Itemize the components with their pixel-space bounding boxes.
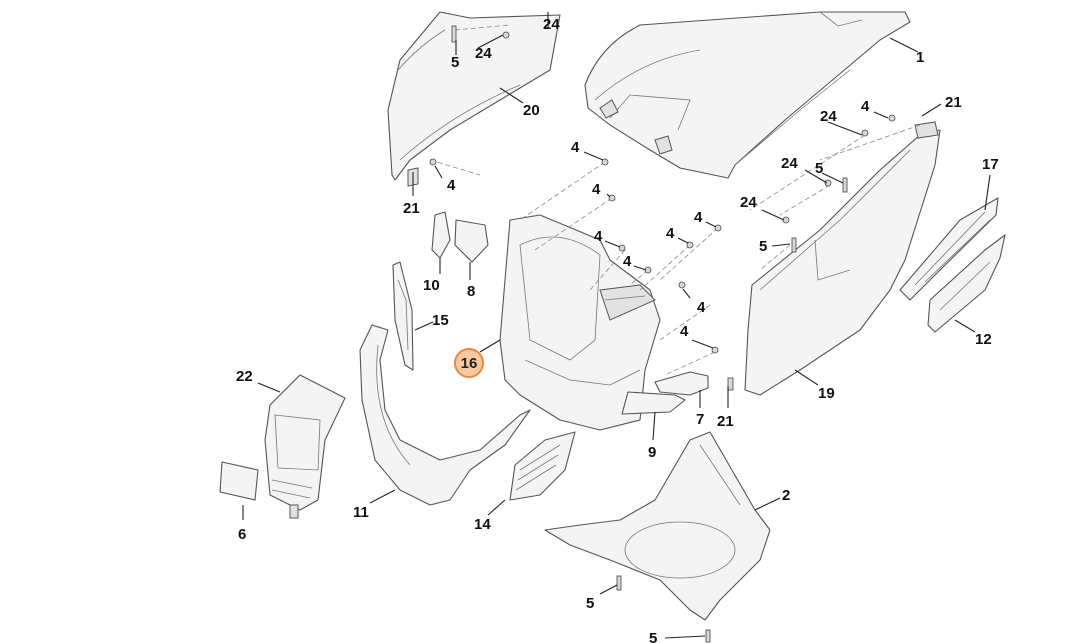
label-4[interactable]: 4 bbox=[666, 225, 675, 242]
label-24[interactable]: 24 bbox=[475, 45, 492, 62]
part-1-hood[interactable] bbox=[584, 11, 911, 179]
label-4[interactable]: 4 bbox=[694, 209, 703, 226]
label-5[interactable]: 5 bbox=[586, 595, 594, 612]
label-4[interactable]: 4 bbox=[623, 253, 632, 270]
assembly-lines bbox=[429, 24, 921, 376]
label-5[interactable]: 5 bbox=[649, 630, 657, 643]
label-10[interactable]: 10 bbox=[423, 277, 440, 294]
part-8-lens[interactable] bbox=[454, 219, 489, 263]
part-6-plate[interactable] bbox=[219, 461, 259, 501]
label-16[interactable]: 16 bbox=[461, 355, 478, 372]
label-9[interactable]: 9 bbox=[648, 444, 656, 461]
part-7-bracket[interactable] bbox=[654, 371, 709, 396]
label-1[interactable]: 1 bbox=[916, 49, 924, 66]
label-5[interactable]: 5 bbox=[451, 54, 459, 71]
part-11-bumper[interactable] bbox=[359, 324, 531, 506]
part-9-lens[interactable] bbox=[621, 391, 686, 415]
part-2-lower-shroud[interactable] bbox=[544, 431, 771, 621]
highlight-16-callout[interactable]: 16 bbox=[454, 348, 484, 378]
part-14-vent-insert[interactable] bbox=[509, 431, 576, 501]
label-24[interactable]: 24 bbox=[820, 108, 837, 125]
highlight-marker[interactable] bbox=[454, 348, 484, 378]
label-21[interactable]: 21 bbox=[403, 200, 420, 217]
label-4[interactable]: 4 bbox=[680, 323, 689, 340]
part-20-side-panel[interactable] bbox=[387, 11, 561, 187]
label-8[interactable]: 8 bbox=[467, 283, 475, 300]
label-4[interactable]: 4 bbox=[571, 139, 580, 156]
label-4[interactable]: 4 bbox=[861, 98, 870, 115]
label-5[interactable]: 5 bbox=[815, 160, 823, 177]
part-22-grille[interactable] bbox=[264, 374, 346, 519]
part-12-lens[interactable] bbox=[927, 234, 1006, 333]
part-17-vent[interactable] bbox=[899, 197, 999, 301]
label-11[interactable]: 11 bbox=[353, 504, 369, 521]
label-4[interactable]: 4 bbox=[594, 228, 603, 245]
label-17[interactable]: 17 bbox=[982, 156, 999, 173]
label-21[interactable]: 21 bbox=[717, 413, 734, 430]
part-10-lens[interactable] bbox=[431, 211, 451, 259]
part-labels: 1 2 4 4 4 4 4 4 4 4 4 4 5 5 5 5 5 6 7 8 … bbox=[236, 16, 999, 643]
label-24[interactable]: 24 bbox=[543, 16, 560, 33]
label-22[interactable]: 22 bbox=[236, 368, 253, 385]
label-14[interactable]: 14 bbox=[474, 516, 491, 533]
label-12[interactable]: 12 bbox=[975, 331, 992, 348]
label-20[interactable]: 20 bbox=[523, 102, 540, 119]
fasteners bbox=[429, 25, 896, 643]
label-5[interactable]: 5 bbox=[759, 238, 767, 255]
label-2[interactable]: 2 bbox=[782, 487, 790, 504]
label-4[interactable]: 4 bbox=[447, 177, 456, 194]
label-4[interactable]: 4 bbox=[697, 299, 706, 316]
label-15[interactable]: 15 bbox=[432, 312, 449, 329]
label-24[interactable]: 24 bbox=[781, 155, 798, 172]
part-19-right-panel[interactable] bbox=[744, 121, 941, 396]
label-6[interactable]: 6 bbox=[238, 526, 246, 543]
part-16-front-frame[interactable] bbox=[499, 214, 661, 431]
label-4[interactable]: 4 bbox=[592, 181, 601, 198]
label-7[interactable]: 7 bbox=[696, 411, 704, 428]
label-19[interactable]: 19 bbox=[818, 385, 835, 402]
leader-lines bbox=[242, 12, 991, 639]
part-15-strip[interactable] bbox=[392, 261, 414, 371]
label-24[interactable]: 24 bbox=[740, 194, 757, 211]
label-21[interactable]: 21 bbox=[945, 94, 962, 111]
